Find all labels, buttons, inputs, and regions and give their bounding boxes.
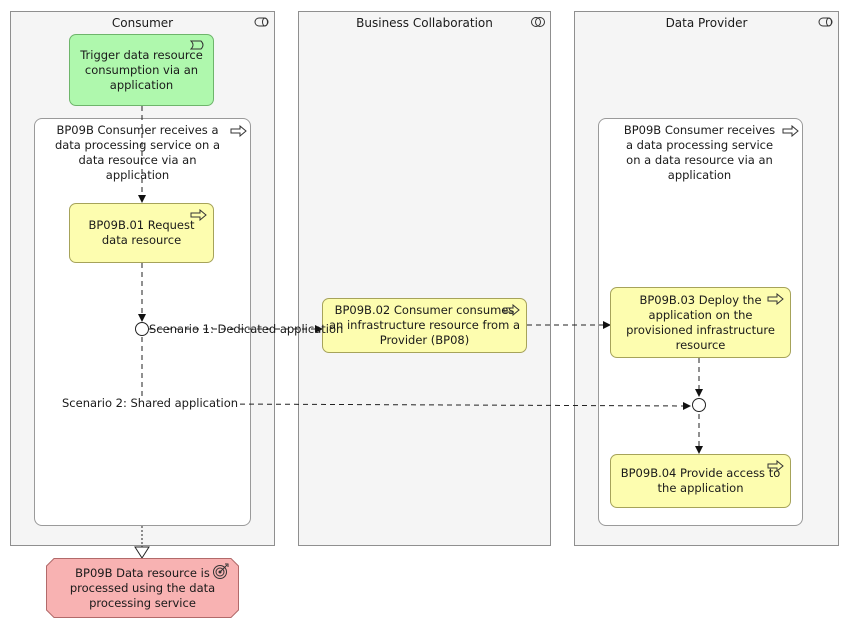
process-deploy-label: BP09B.03 Deploy the application on the p… xyxy=(626,292,775,352)
lane-collaboration-title: Business Collaboration xyxy=(356,16,493,30)
process-provide-label: BP09B.04 Provide access to the applicati… xyxy=(620,466,781,495)
goal-outline xyxy=(46,558,239,618)
lane-provider-title: Data Provider xyxy=(665,16,748,30)
role-icon xyxy=(254,17,269,27)
process-arrow-icon xyxy=(767,460,784,472)
process-deploy-application[interactable]: BP09B.03 Deploy the application on the p… xyxy=(610,287,791,358)
or-junction-consumer[interactable] xyxy=(135,322,149,336)
provider-process-label: BP09B Consumer receives a data processin… xyxy=(623,123,776,182)
process-request-label: BP09B.01 Request data resource xyxy=(88,218,195,247)
goal-target-icon xyxy=(213,563,229,579)
scenario1-label: Scenario 1: Dedicated application xyxy=(149,322,344,336)
trigger-event[interactable]: Trigger data resource consumption via an… xyxy=(69,34,214,106)
collaboration-icon xyxy=(531,17,545,27)
scenario2-label: Scenario 2: Shared application xyxy=(62,396,239,410)
realization-to-goal xyxy=(134,526,150,559)
trigger-event-label: Trigger data resource consumption via an… xyxy=(80,47,203,92)
process-arrow-icon xyxy=(503,304,520,316)
role-icon xyxy=(818,17,833,27)
process-consume-label: BP09B.02 Consumer consumes an infrastruc… xyxy=(328,303,520,347)
process-arrow-icon xyxy=(230,125,247,137)
lane-business-collaboration: Business Collaboration xyxy=(298,11,551,546)
goal-label: BP09B Data resource is processed using t… xyxy=(69,565,216,610)
process-arrow-icon xyxy=(767,293,784,305)
or-junction-provider[interactable] xyxy=(692,398,706,412)
business-event-icon xyxy=(190,40,204,50)
process-arrow-icon xyxy=(190,209,207,221)
process-consume-infrastructure[interactable]: BP09B.02 Consumer consumes an infrastruc… xyxy=(322,298,527,353)
consumer-process-label: BP09B Consumer receives a data processin… xyxy=(54,123,221,182)
process-arrow-icon xyxy=(782,125,799,137)
process-request-data-resource[interactable]: BP09B.01 Request data resource xyxy=(69,203,214,263)
process-provide-access[interactable]: BP09B.04 Provide access to the applicati… xyxy=(610,454,791,508)
goal-data-processed[interactable]: BP09B Data resource is processed using t… xyxy=(46,558,239,618)
flow-scenario2 xyxy=(221,401,691,410)
lane-consumer-title: Consumer xyxy=(111,16,174,30)
